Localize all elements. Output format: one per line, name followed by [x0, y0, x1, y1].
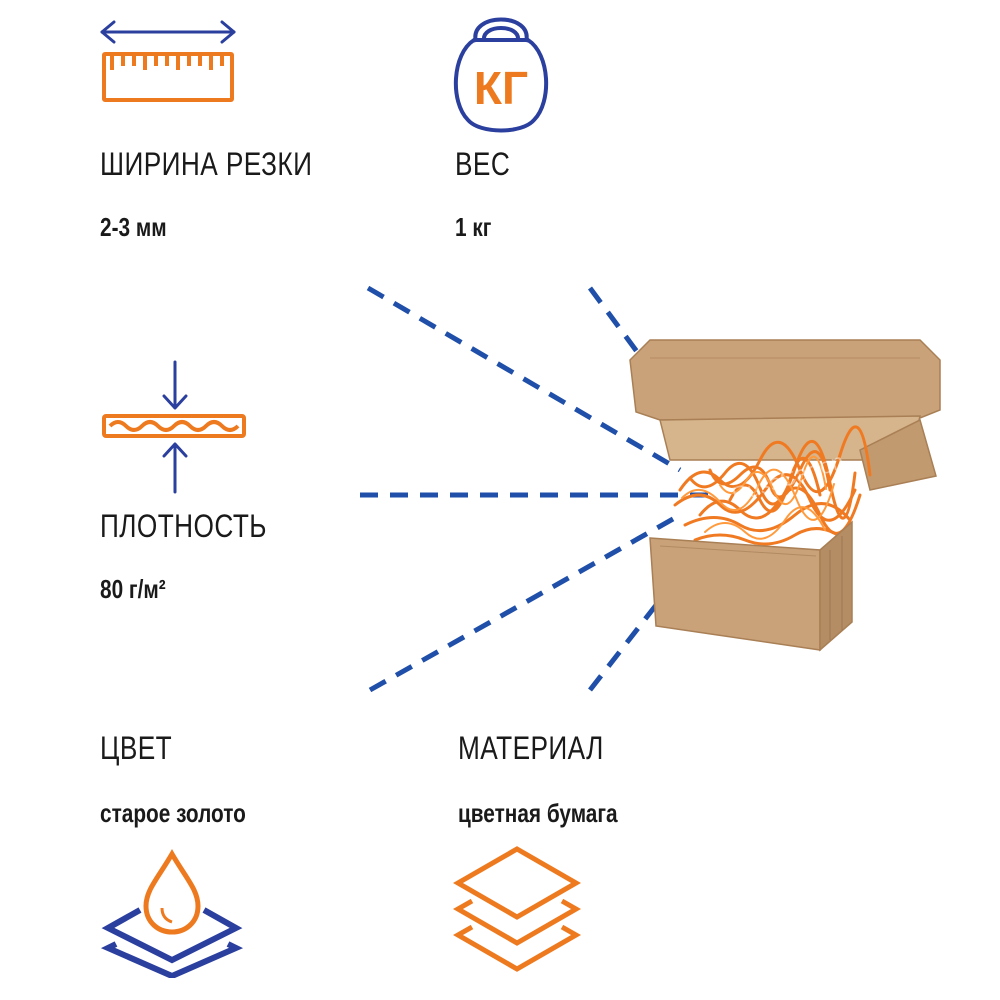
material-value: цветная бумага [458, 798, 618, 828]
box-lid [629, 339, 941, 421]
material-label: МАТЕРИАЛ [458, 730, 604, 766]
guide-line-bottom-right [588, 598, 662, 692]
box-with-shred-image: RussCarton [620, 300, 950, 675]
cut-width-value: 2-3 мм [100, 212, 167, 242]
paper-thickness-icon [100, 360, 250, 495]
orange-shred [673, 425, 872, 546]
density-value: 80 г/м² [100, 574, 166, 604]
color-value: старое золото [100, 798, 246, 828]
ruler-icon [98, 14, 238, 106]
box-side [819, 520, 853, 652]
weight-icon-text: КГ [474, 62, 528, 114]
cut-width-label: ШИРИНА РЕЗКИ [100, 146, 313, 182]
paper-layers-icon [452, 845, 582, 980]
paint-drop-layers-icon [100, 848, 245, 978]
guide-line-top-left [366, 285, 682, 473]
density-label: ПЛОТНОСТЬ [100, 508, 267, 544]
weight-value: 1 кг [455, 212, 492, 242]
color-label: ЦВЕТ [100, 730, 173, 766]
weight-label: ВЕС [455, 146, 511, 182]
weight-kettlebell-icon: КГ [446, 2, 556, 142]
